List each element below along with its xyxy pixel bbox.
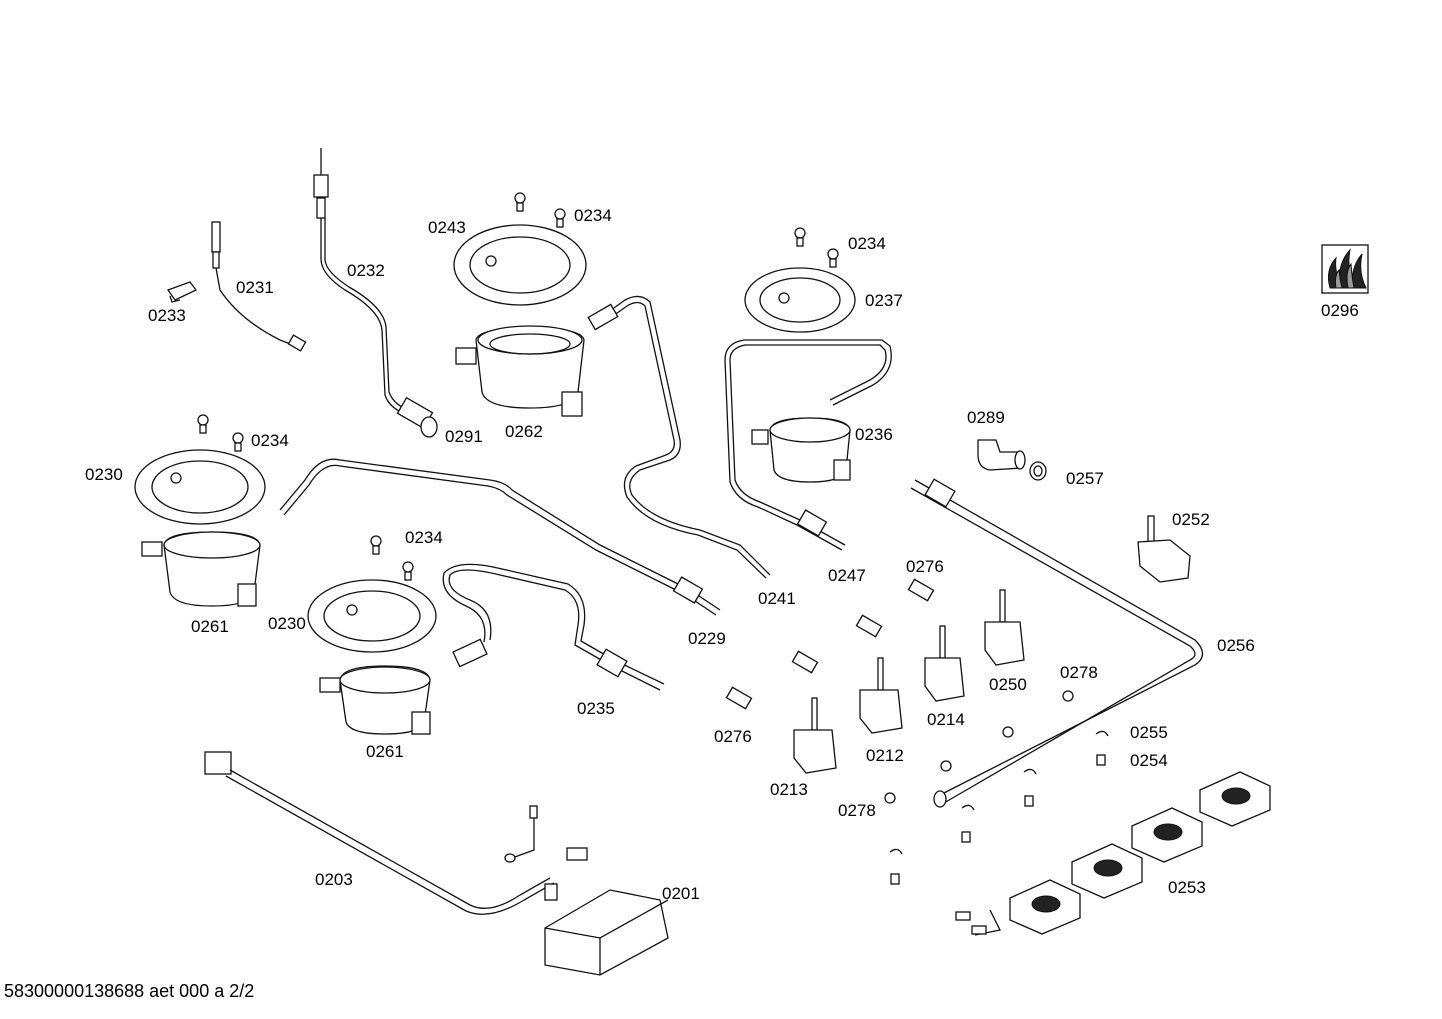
label-0230-left: 0230 xyxy=(85,465,123,484)
label-0253: 0253 xyxy=(1168,878,1206,897)
gas-pipe-0256 xyxy=(910,478,1204,808)
label-0234-center: 0234 xyxy=(405,528,443,547)
label-0278-upper: 0278 xyxy=(1060,663,1098,682)
label-0247: 0247 xyxy=(828,566,866,585)
label-0250: 0250 xyxy=(989,675,1027,694)
label-0213: 0213 xyxy=(770,780,808,799)
label-0257: 0257 xyxy=(1066,469,1104,488)
label-0296: 0296 xyxy=(1321,301,1359,320)
label-0291: 0291 xyxy=(445,427,483,446)
label-0214: 0214 xyxy=(927,710,965,729)
flame-logo-icon xyxy=(1321,244,1369,294)
label-0212: 0212 xyxy=(866,746,904,765)
label-0261-center: 0261 xyxy=(366,742,404,761)
thermocouple-0232 xyxy=(313,148,438,438)
label-0256: 0256 xyxy=(1217,636,1255,655)
burner-cup-0261-left xyxy=(141,531,261,607)
label-0262: 0262 xyxy=(505,422,543,441)
gasket-0230-left xyxy=(134,414,266,525)
label-0235: 0235 xyxy=(577,699,615,718)
label-0234-top-right: 0234 xyxy=(848,234,886,253)
gas-valve-0214 xyxy=(924,625,965,702)
label-0241: 0241 xyxy=(758,589,796,608)
label-0231: 0231 xyxy=(236,278,274,297)
label-0276-upper: 0276 xyxy=(906,557,944,576)
wiring-harness-0203 xyxy=(204,751,588,915)
screw-0276 xyxy=(725,578,935,710)
tap-0252 xyxy=(1137,515,1191,583)
gasket-0230-center xyxy=(307,535,437,653)
burner-cup-0262 xyxy=(455,325,585,417)
gasket-0237 xyxy=(744,227,856,333)
label-0237: 0237 xyxy=(865,291,903,310)
label-0236: 0236 xyxy=(855,425,893,444)
label-0261-left: 0261 xyxy=(191,617,229,636)
label-0243: 0243 xyxy=(428,218,466,237)
gas-pipe-0235 xyxy=(442,563,665,691)
gas-pipe-0229 xyxy=(279,458,721,616)
label-0201: 0201 xyxy=(662,884,700,903)
label-0229: 0229 xyxy=(688,629,726,648)
gas-valve-0212 xyxy=(859,657,903,734)
label-0234-left: 0234 xyxy=(251,431,289,450)
label-0234-top-center: 0234 xyxy=(574,206,612,225)
elbow-fitting-0289 xyxy=(977,439,1026,471)
label-0252: 0252 xyxy=(1172,510,1210,529)
electrode-0231 xyxy=(211,221,307,352)
label-0278-lower: 0278 xyxy=(838,801,876,820)
ignition-switches-0253 xyxy=(955,771,1271,936)
document-reference: 58300000138688 aet 000 a 2/2 xyxy=(4,981,255,1001)
gas-valve-0250 xyxy=(984,589,1025,666)
gas-pipe-0247 xyxy=(724,339,892,551)
gas-pipe-0241 xyxy=(587,295,771,579)
label-0233: 0233 xyxy=(148,306,186,325)
burner-cup-0261-center xyxy=(319,665,431,735)
label-0232: 0232 xyxy=(347,261,385,280)
label-0255: 0255 xyxy=(1130,723,1168,742)
label-0230-center: 0230 xyxy=(268,614,306,633)
label-0289: 0289 xyxy=(967,408,1005,427)
gas-valve-0213 xyxy=(793,697,837,774)
burner-cup-0236 xyxy=(751,417,851,483)
small-clips xyxy=(884,690,1109,885)
control-unit-0201 xyxy=(544,889,669,976)
clip-0233 xyxy=(166,281,197,303)
label-0276-lower: 0276 xyxy=(714,727,752,746)
gasket-0243 xyxy=(453,192,587,306)
label-0203: 0203 xyxy=(315,870,353,889)
label-0254: 0254 xyxy=(1130,751,1168,770)
washer-0257 xyxy=(1029,461,1047,481)
